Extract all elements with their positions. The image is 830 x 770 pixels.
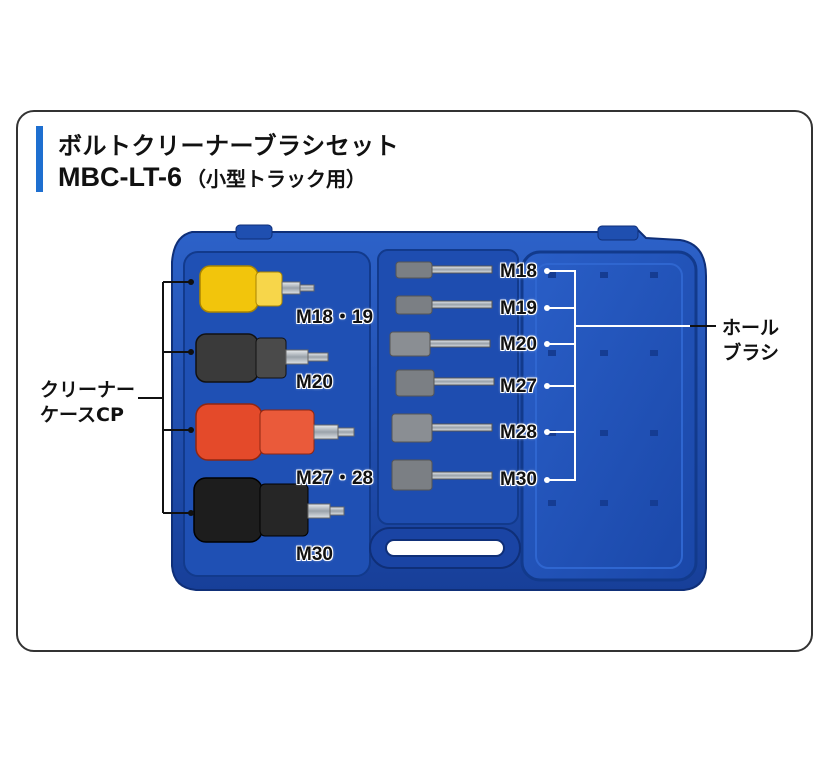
product-title: ボルトクリーナーブラシセット	[58, 132, 400, 160]
cleaner-size-label: M30	[296, 544, 333, 565]
product-model: MBC-LT-6	[58, 162, 182, 192]
cleaner-case-label: クリーナー ケースCP	[40, 378, 135, 428]
cleaner-red	[195, 403, 355, 461]
cleaner-size-label: M20	[296, 372, 333, 393]
cleaner-size-label: M27・28	[296, 468, 374, 489]
title-accent-bar	[36, 126, 43, 192]
cleaner-black-m30	[193, 477, 345, 543]
case-hinge-left	[235, 224, 273, 240]
hole-brush-label: ホール ブラシ	[722, 316, 779, 366]
brush-size-label: M20	[500, 334, 537, 355]
hole-brush-label-line2: ブラシ	[722, 342, 780, 364]
hole-brushes	[389, 261, 495, 491]
brush-size-label: M27	[500, 376, 537, 397]
brush-size-label: M18	[500, 261, 537, 282]
cleaner-black-m20	[195, 333, 329, 383]
product-model-line: MBC-LT-6（小型トラック用）	[58, 162, 366, 193]
cleaner-case-label-line2: ケースCP	[40, 404, 124, 426]
hole-brush-label-line1: ホール	[722, 317, 780, 339]
brush-size-label: M28	[500, 422, 537, 443]
cleaner-bracket	[138, 281, 191, 514]
cleaner-case-label-line1: クリーナー	[40, 379, 136, 401]
case-middle-compartment	[377, 249, 519, 525]
case-right-tray	[520, 250, 698, 582]
brush-size-label: M19	[500, 298, 537, 319]
case-hinge-right	[597, 225, 639, 241]
product-model-note: （小型トラック用）	[185, 167, 366, 191]
cleaner-size-label: M18・19	[296, 307, 374, 328]
cleaner-yellow	[199, 265, 315, 313]
brush-size-label: M30	[500, 469, 537, 490]
